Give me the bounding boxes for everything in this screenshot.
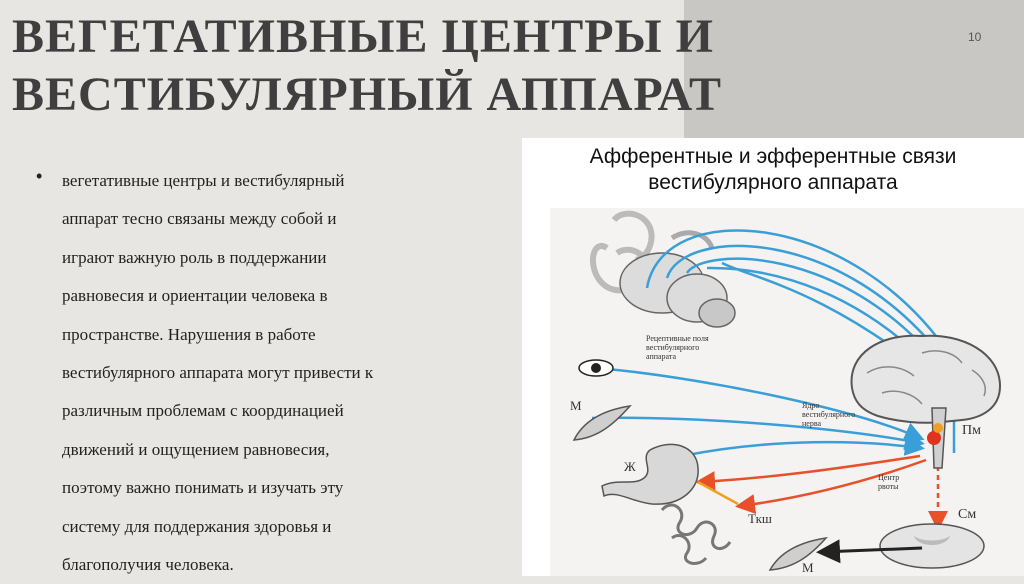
vestibular-nucleus-marker [927, 431, 941, 445]
inner-ear-icon [589, 210, 736, 328]
efferent-stomach-line [695, 454, 921, 492]
vomit-center-marker [933, 423, 943, 433]
label-muscle-bottom: М [802, 560, 814, 575]
label-spinal: См [958, 507, 976, 522]
vestibular-diagram: Рецептивные поля вестибулярного аппарата… [550, 208, 1024, 576]
bullet-line-5: пространстве. Нарушения в работе [62, 324, 316, 344]
label-nucleus-1: Ядро [802, 401, 819, 410]
stomach-icon [601, 443, 699, 505]
bullet-line-10: систему для поддержания здоровья и [62, 516, 332, 536]
label-nucleus-3: нерва [802, 419, 822, 428]
afferent-eye-line [606, 367, 925, 442]
bullet-line-8: движений и ощущением равновесия, [62, 439, 330, 459]
diagram-title-line-2: вестибулярного аппарата [648, 171, 898, 194]
bullet-line-3: играют важную роль в поддержании [62, 247, 327, 267]
intestine-icon [660, 503, 732, 565]
bullet-line-4: равновесия и ориентации человека в [62, 286, 328, 306]
slide-title-line-2: ВЕСТИБУЛЯРНЫЙ АППАРАТ [12, 68, 722, 121]
spinal-cord-icon [879, 523, 985, 569]
slide-title-line-1: ВЕГЕТАТИВНЫЕ ЦЕНТРЫ И [12, 10, 714, 63]
label-intestine: Ткш [748, 511, 772, 526]
bullet-line-11: благополучия человека. [62, 555, 234, 575]
label-receptive-3: аппарата [646, 352, 676, 361]
bullet-list: • вегетативные центры и вестибулярный ап… [36, 162, 476, 584]
header-accent-block [684, 0, 1024, 140]
afferent-line-3 [685, 257, 943, 369]
label-vomit-1: Центр [878, 473, 899, 482]
eye-icon [578, 359, 614, 377]
page-number: 10 [968, 30, 982, 44]
slide-title: ВЕГЕТАТИВНЫЕ ЦЕНТРЫ И ВЕСТИБУЛЯРНЫЙ АППА… [12, 8, 812, 124]
brain-icon [850, 334, 1002, 469]
label-vomit-2: рвоты [878, 482, 899, 491]
diagram-panel: Рецептивные поля вестибулярного аппарата… [522, 138, 1024, 576]
label-nucleus-2: вестибулярного [802, 410, 855, 419]
label-receptive-1: Рецептивные поля [646, 334, 709, 343]
efferent-pathways [695, 448, 948, 531]
afferent-line-2 [665, 244, 948, 364]
bullet-line-1: вегетативные центры и вестибулярный [62, 171, 345, 190]
bullet-line-6: вестибулярного аппарата могут привести к [62, 363, 374, 383]
efferent-connector-line [697, 480, 739, 506]
motor-output-line [816, 539, 923, 564]
bullet-dot-icon: • [36, 166, 43, 186]
bullet-item: • вегетативные центры и вестибулярный ап… [36, 162, 476, 584]
label-receptive-2: вестибулярного [646, 343, 699, 352]
afferent-muscle-line [591, 416, 925, 450]
label-stomach: Ж [624, 459, 636, 474]
label-medulla: Пм [962, 423, 981, 438]
bullet-line-9: поэтому важно понимать и изучать эту [62, 478, 344, 498]
diagram-title: Афферентные и эфферентные связи вестибул… [522, 144, 1024, 196]
muscle-bottom-icon [768, 536, 828, 571]
efferent-intestine-line [735, 458, 927, 514]
bullet-line-2: аппарат тесно связаны между собой и [62, 209, 337, 229]
diagram-title-line-1: Афферентные и эфферентные связи [589, 145, 957, 168]
label-muscle-top: М [570, 398, 582, 413]
muscle-top-icon [572, 404, 632, 441]
bullet-line-7: различным проблемам с координацией [62, 401, 344, 421]
bullet-text: вегетативные центры и вестибулярный аппа… [62, 162, 476, 584]
afferent-line-1 [645, 229, 954, 359]
afferent-stomach-line [681, 436, 925, 458]
